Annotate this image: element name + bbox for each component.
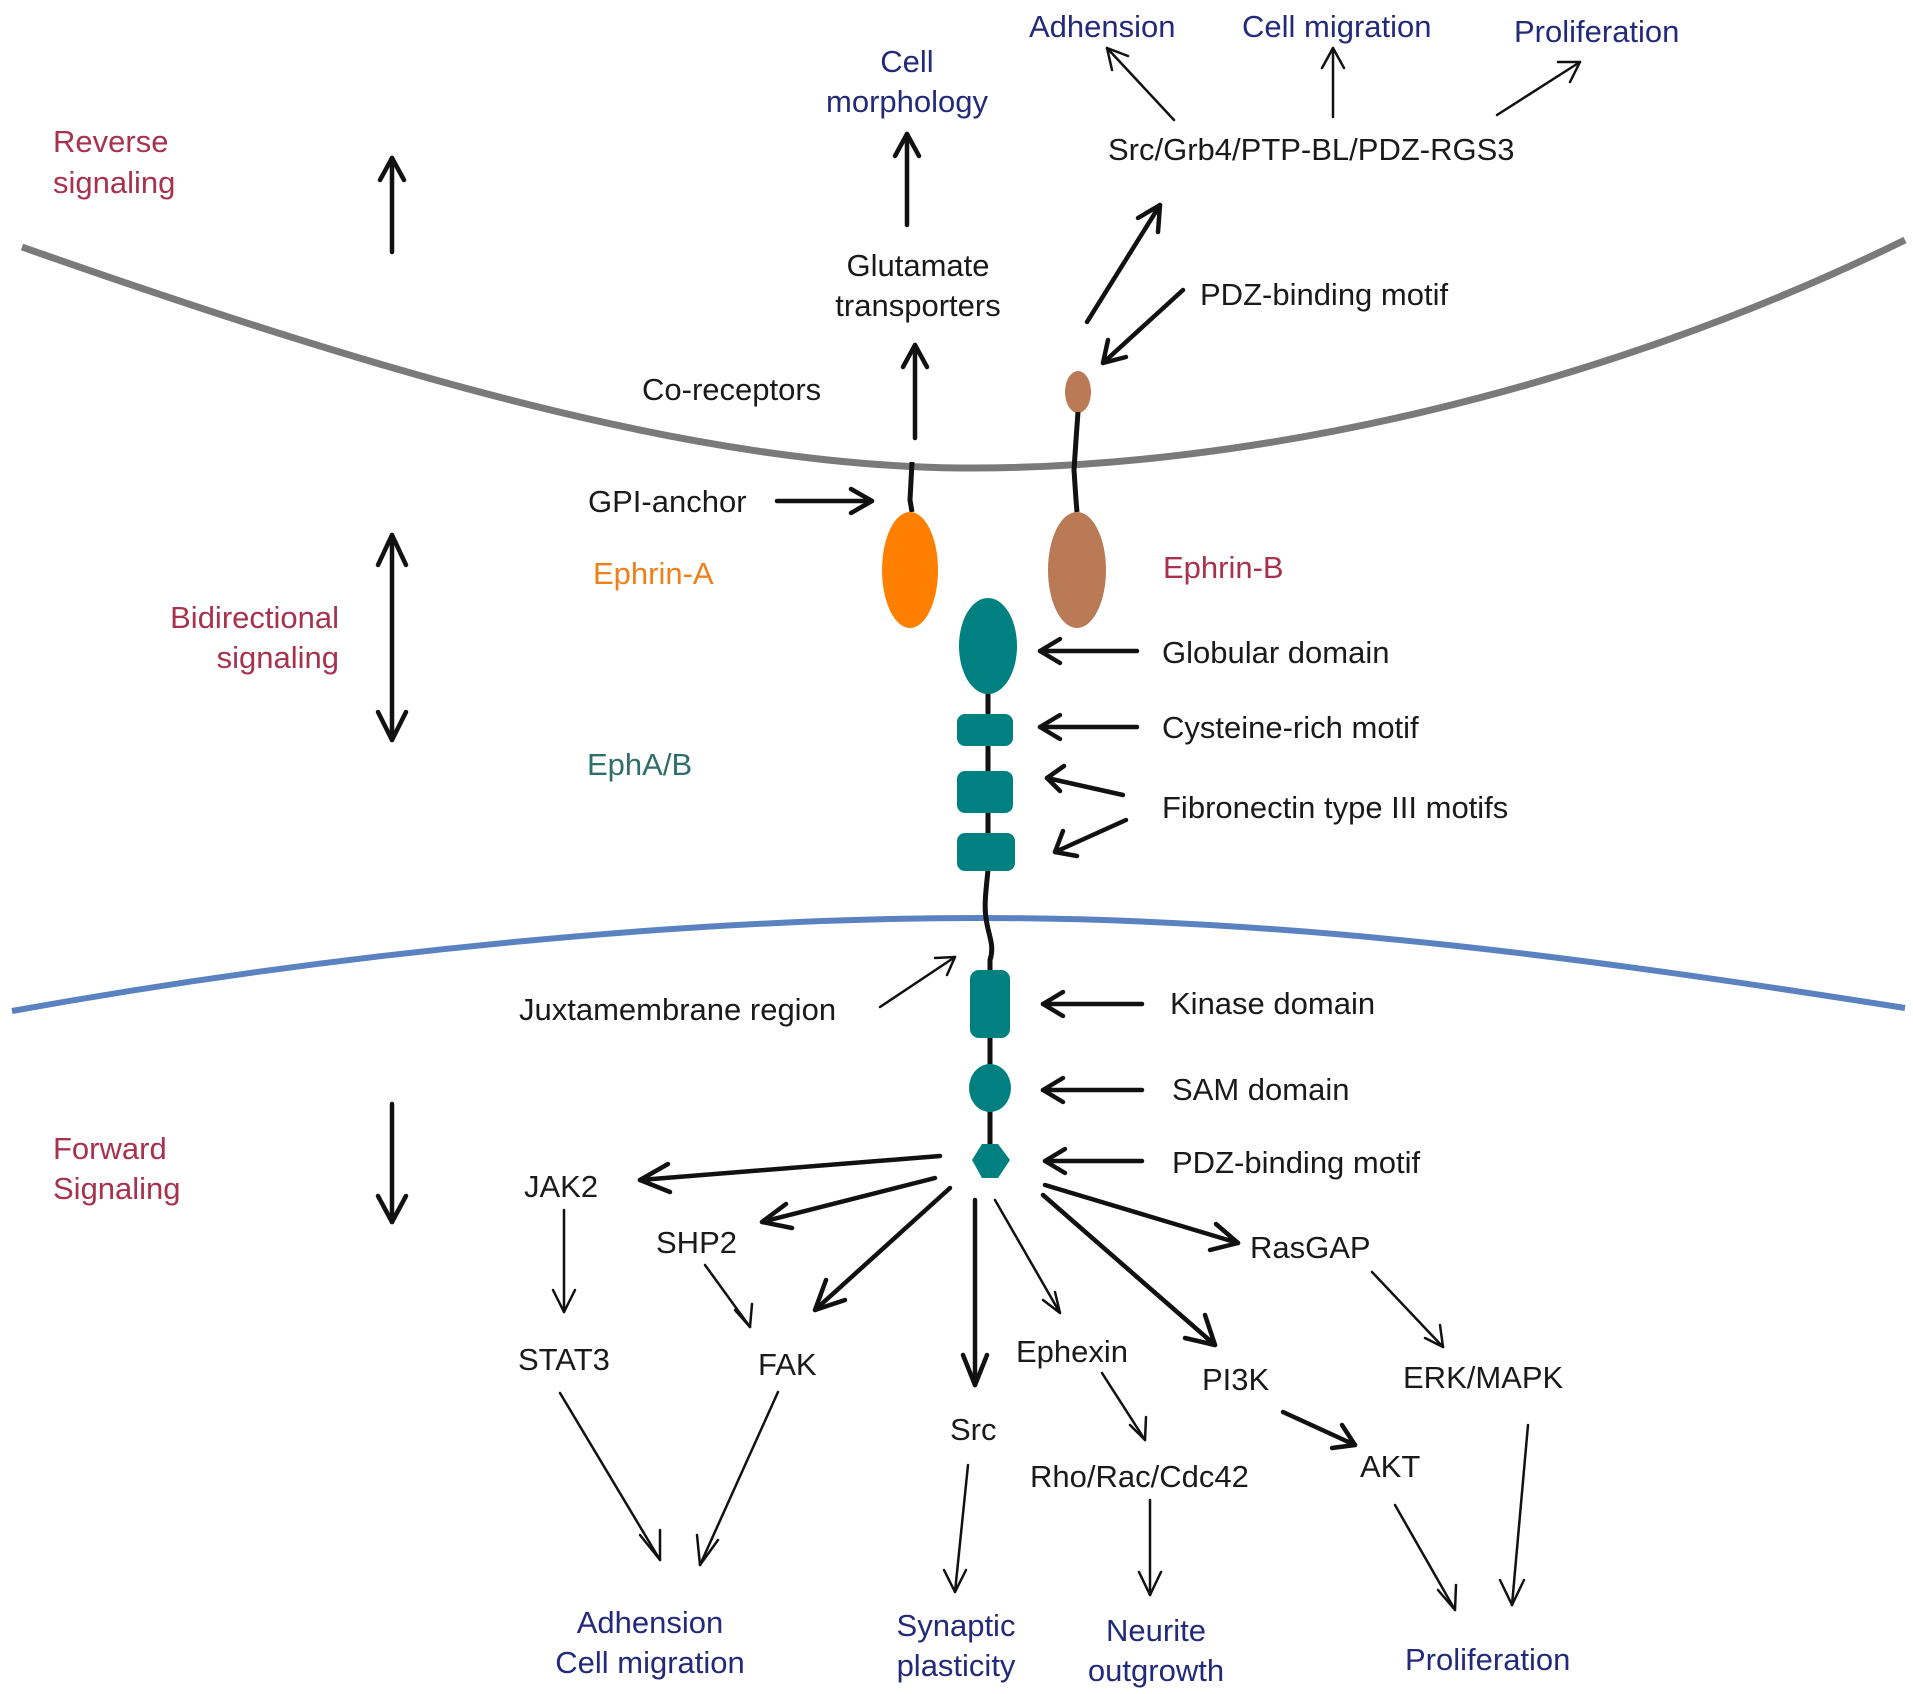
outcome-adhesion-top: Adhension: [1029, 9, 1176, 44]
pdz-binding-motif-label: PDZ-binding motif: [1172, 1145, 1420, 1180]
node-erk-mapk: ERK/MAPK: [1403, 1360, 1564, 1395]
kinase-domain: [970, 970, 1010, 1038]
arrow-icon: [993, 1198, 1062, 1315]
lower-cell-membrane: [11, 914, 1906, 1014]
outcome-proliferation: Proliferation: [1405, 1642, 1570, 1677]
node-src: Src: [950, 1412, 997, 1447]
svg-text:signaling: signaling: [217, 640, 339, 675]
bidirectional-signaling-label: Bidirectional signaling: [170, 600, 339, 675]
svg-text:outgrowth: outgrowth: [1088, 1653, 1224, 1688]
node-fak: FAK: [758, 1347, 817, 1382]
reverse-arrow-icon: [377, 155, 407, 255]
arrow-icon: [1084, 202, 1186, 366]
arrow-icon: [878, 955, 957, 1009]
ephrin-b-pdz-motif: [1065, 371, 1091, 413]
node-shp2: SHP2: [656, 1225, 737, 1260]
ephrin-a-label: Ephrin-A: [593, 556, 714, 591]
node-akt: AKT: [1360, 1449, 1420, 1484]
fibronectin-motif-2: [957, 833, 1015, 871]
outcome-synaptic-plasticity: Synaptic plasticity: [897, 1608, 1016, 1683]
epha-b-label: EphA/B: [587, 747, 692, 782]
node-pi3k: PI3K: [1202, 1362, 1270, 1397]
co-receptors-label: Co-receptors: [642, 372, 821, 407]
juxtamembrane-region-label: Juxtamembrane region: [519, 992, 836, 1027]
outcome-neurite-outgrowth: Neurite outgrowth: [1088, 1613, 1224, 1688]
ephrin-a-ligand: [882, 512, 938, 628]
svg-text:Synaptic: Synaptic: [897, 1608, 1016, 1643]
outcome-cell-migration-top: Cell migration: [1242, 9, 1432, 44]
cysteine-rich-motif-label: Cysteine-rich motif: [1162, 710, 1419, 745]
arrow-icon: [892, 131, 930, 441]
glutamate-transporters-label: Glutamate transporters: [835, 248, 1000, 323]
src-complex-label: Src/Grb4/PTP-BL/PDZ-RGS3: [1108, 132, 1515, 167]
ephrin-b-label: Ephrin-B: [1163, 550, 1284, 585]
ephrin-b-transmembrane: [1071, 411, 1081, 513]
node-ephexin: Ephexin: [1016, 1334, 1128, 1369]
fibronectin-motifs-label: Fibronectin type III motifs: [1162, 790, 1508, 825]
forward-signaling-label: Forward Signaling: [53, 1131, 181, 1206]
svg-text:transporters: transporters: [835, 288, 1000, 323]
arrow-icon: [1037, 636, 1145, 1176]
sam-domain-label: SAM domain: [1172, 1072, 1349, 1107]
globular-domain: [959, 598, 1017, 694]
svg-text:signaling: signaling: [53, 165, 175, 200]
svg-text:Cell migration: Cell migration: [555, 1645, 745, 1680]
svg-text:Forward: Forward: [53, 1131, 167, 1166]
svg-text:Adhension: Adhension: [577, 1605, 724, 1640]
fibronectin-motif-1: [957, 771, 1013, 813]
forward-arrow-icon: [375, 1101, 409, 1225]
arrow-icon: [774, 486, 875, 516]
node-jak2: JAK2: [524, 1169, 598, 1204]
bidirectional-arrow-icon: [375, 532, 409, 743]
cysteine-rich-motif: [957, 714, 1013, 746]
receptor-backbone: [982, 660, 995, 1160]
node-rasgap: RasGAP: [1250, 1230, 1371, 1265]
svg-text:Signaling: Signaling: [53, 1171, 181, 1206]
svg-text:morphology: morphology: [826, 84, 988, 119]
reverse-signaling-label: Reverse signaling: [53, 124, 175, 200]
arrow-icon: [551, 1208, 1530, 1612]
pdz-binding-motif-receptor: [972, 1144, 1010, 1178]
arrow-icon: [637, 1153, 1241, 1388]
svg-text:Neurite: Neurite: [1106, 1613, 1206, 1648]
svg-text:Reverse: Reverse: [53, 124, 168, 159]
cell-morphology-label: Cell morphology: [826, 44, 988, 119]
svg-text:Cell: Cell: [880, 44, 933, 79]
globular-domain-label: Globular domain: [1162, 635, 1389, 670]
ephrin-b-ligand: [1048, 512, 1106, 628]
svg-text:Glutamate: Glutamate: [846, 248, 989, 283]
outcome-proliferation-top: Proliferation: [1514, 14, 1679, 49]
gpi-anchor-stalk: [907, 461, 915, 513]
arrow-icon: [1105, 46, 1582, 122]
node-stat3: STAT3: [518, 1342, 610, 1377]
kinase-domain-label: Kinase domain: [1170, 986, 1375, 1021]
node-rho-rac-cdc42: Rho/Rac/Cdc42: [1030, 1459, 1249, 1494]
upper-cell-membrane: [20, 236, 1907, 472]
svg-text:Bidirectional: Bidirectional: [170, 600, 339, 635]
pdz-binding-motif-upper-label: PDZ-binding motif: [1200, 277, 1448, 312]
gpi-anchor-label: GPI-anchor: [588, 484, 747, 519]
outcome-adhesion-migration: Adhension Cell migration: [555, 1605, 745, 1680]
svg-text:plasticity: plasticity: [897, 1648, 1016, 1683]
sam-domain: [969, 1064, 1011, 1112]
arrow-icon: [1280, 1409, 1358, 1451]
